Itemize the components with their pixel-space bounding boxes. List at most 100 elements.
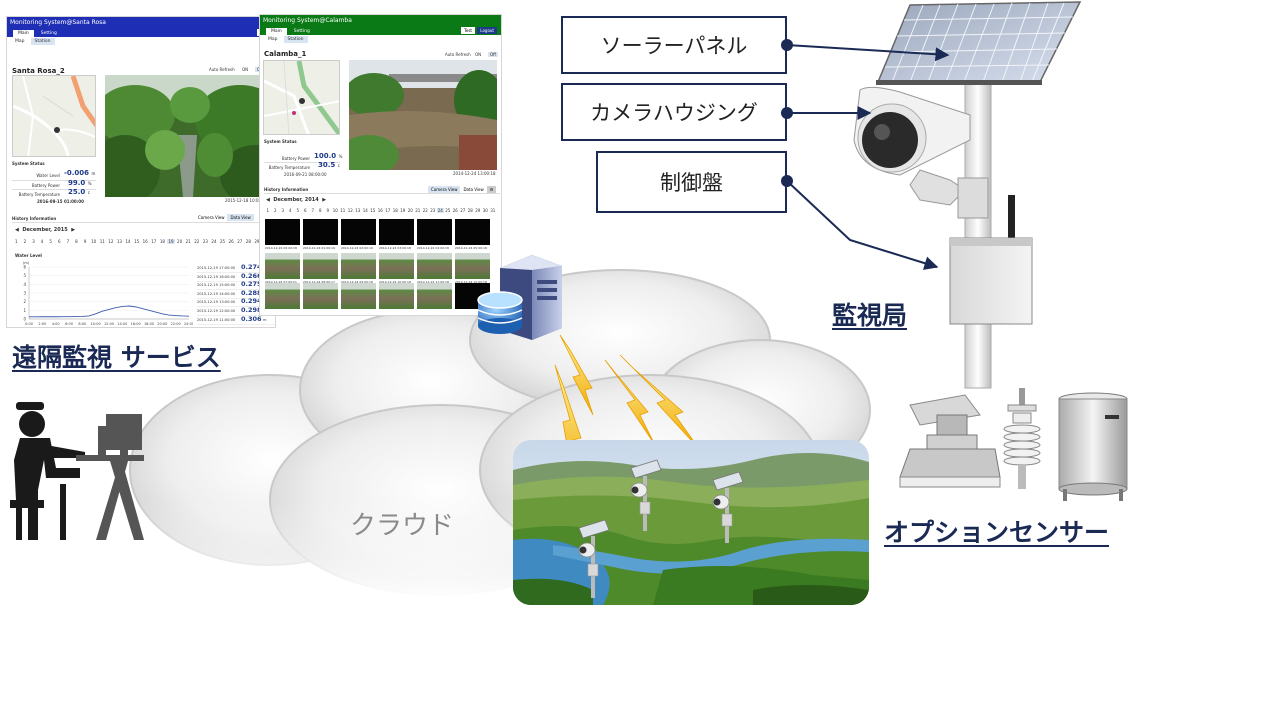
- day-24[interactable]: 24: [436, 208, 444, 213]
- day-15[interactable]: 15: [134, 239, 140, 244]
- camera-thumbnail[interactable]: [455, 219, 490, 245]
- data-view-button[interactable]: Data View: [227, 214, 254, 221]
- day-19[interactable]: 19: [166, 239, 176, 244]
- camera-thumbnail[interactable]: [341, 219, 376, 245]
- day-13[interactable]: 13: [116, 239, 122, 244]
- day-13[interactable]: 13: [355, 208, 361, 213]
- day-21[interactable]: 21: [185, 239, 191, 244]
- day-18[interactable]: 18: [159, 239, 165, 244]
- camera-thumbnail[interactable]: [265, 219, 300, 245]
- day-27[interactable]: 27: [237, 239, 243, 244]
- day-24[interactable]: 24: [211, 239, 217, 244]
- day-22[interactable]: 22: [422, 208, 428, 213]
- day-2[interactable]: 2: [273, 208, 277, 213]
- camera-thumbnail[interactable]: [265, 253, 300, 279]
- auto-refresh-on[interactable]: ON: [242, 67, 249, 72]
- day-14[interactable]: 14: [125, 239, 131, 244]
- day-26[interactable]: 26: [452, 208, 458, 213]
- camera-thumbnail[interactable]: [265, 283, 300, 309]
- day-11[interactable]: 11: [99, 239, 105, 244]
- day-28[interactable]: 28: [245, 239, 251, 244]
- camera-thumbnail[interactable]: [341, 253, 376, 279]
- next-month-icon[interactable]: ▶: [322, 197, 327, 203]
- river-photo[interactable]: [105, 75, 271, 197]
- day-5[interactable]: 5: [49, 239, 52, 244]
- day-22[interactable]: 22: [194, 239, 200, 244]
- tab-main[interactable]: Main: [266, 28, 287, 35]
- user-button[interactable]: Test: [461, 27, 475, 34]
- subtab-station[interactable]: Station: [30, 38, 55, 45]
- camera-view-button[interactable]: Camera View: [198, 215, 225, 220]
- prev-month-icon[interactable]: ◀: [15, 227, 19, 233]
- day-23[interactable]: 23: [430, 208, 436, 213]
- day-28[interactable]: 28: [467, 208, 473, 213]
- day-10[interactable]: 10: [332, 208, 338, 213]
- camera-view-button[interactable]: Camera View: [428, 186, 461, 193]
- station-map[interactable]: [12, 75, 96, 157]
- next-month-icon[interactable]: ▶: [71, 227, 76, 233]
- day-3[interactable]: 3: [281, 208, 285, 213]
- day-21[interactable]: 21: [415, 208, 421, 213]
- auto-refresh-on[interactable]: ON: [475, 52, 482, 57]
- day-9[interactable]: 9: [83, 239, 87, 244]
- day-12[interactable]: 12: [108, 239, 114, 244]
- camera-thumbnail[interactable]: [341, 283, 376, 309]
- day-4[interactable]: 4: [40, 239, 44, 244]
- camera-thumbnail[interactable]: [417, 219, 452, 245]
- tab-setting[interactable]: Setting: [40, 31, 57, 36]
- day-10[interactable]: 10: [91, 239, 97, 244]
- day-23[interactable]: 23: [202, 239, 208, 244]
- day-29[interactable]: 29: [254, 239, 260, 244]
- day-18[interactable]: 18: [392, 208, 398, 213]
- day-5[interactable]: 5: [296, 208, 300, 213]
- remote-monitoring-service-label[interactable]: 遠隔監視 サービス: [12, 343, 221, 372]
- camera-thumbnail[interactable]: [455, 253, 490, 279]
- day-16[interactable]: 16: [142, 239, 148, 244]
- subtab-station[interactable]: Station: [283, 36, 308, 43]
- day-16[interactable]: 16: [377, 208, 383, 213]
- day-6[interactable]: 6: [57, 239, 61, 244]
- day-17[interactable]: 17: [151, 239, 157, 244]
- day-8[interactable]: 8: [75, 239, 78, 244]
- river-photo[interactable]: [349, 60, 497, 170]
- camera-thumbnail[interactable]: [303, 283, 338, 309]
- day-30[interactable]: 30: [482, 208, 488, 213]
- day-1[interactable]: 1: [266, 208, 270, 213]
- monitoring-station-label[interactable]: 監視局: [832, 301, 908, 330]
- camera-thumbnail[interactable]: [417, 283, 452, 309]
- camera-thumbnail[interactable]: [303, 219, 338, 245]
- day-15[interactable]: 15: [370, 208, 376, 213]
- day-8[interactable]: 8: [318, 208, 322, 213]
- day-4[interactable]: 4: [288, 208, 292, 213]
- day-31[interactable]: 31: [490, 208, 496, 213]
- day-20[interactable]: 20: [407, 208, 413, 213]
- day-9[interactable]: 9: [326, 208, 330, 213]
- subtab-map[interactable]: Map: [15, 39, 25, 44]
- day-7[interactable]: 7: [66, 239, 70, 244]
- day-25[interactable]: 25: [220, 239, 226, 244]
- station-map[interactable]: [263, 60, 340, 135]
- day-17[interactable]: 17: [385, 208, 391, 213]
- day-29[interactable]: 29: [475, 208, 481, 213]
- day-20[interactable]: 20: [177, 239, 183, 244]
- camera-thumbnail[interactable]: [379, 219, 414, 245]
- day-12[interactable]: 12: [347, 208, 353, 213]
- camera-thumbnail[interactable]: [417, 253, 452, 279]
- day-14[interactable]: 14: [362, 208, 368, 213]
- camera-thumbnail[interactable]: [303, 253, 338, 279]
- tab-setting[interactable]: Setting: [293, 29, 310, 34]
- data-view-button[interactable]: Data View: [463, 187, 484, 192]
- day-26[interactable]: 26: [228, 239, 234, 244]
- optional-sensors-label[interactable]: オプションセンサー: [884, 518, 1110, 547]
- logout-button[interactable]: Logout: [477, 27, 497, 34]
- auto-refresh-off[interactable]: Off: [488, 52, 498, 57]
- day-7[interactable]: 7: [311, 208, 315, 213]
- day-19[interactable]: 19: [400, 208, 406, 213]
- tab-main[interactable]: Main: [13, 30, 34, 37]
- camera-thumbnail[interactable]: [379, 253, 414, 279]
- camera-thumbnail[interactable]: [379, 283, 414, 309]
- day-11[interactable]: 11: [340, 208, 346, 213]
- day-6[interactable]: 6: [303, 208, 307, 213]
- prev-month-icon[interactable]: ◀: [266, 197, 270, 203]
- day-25[interactable]: 25: [445, 208, 451, 213]
